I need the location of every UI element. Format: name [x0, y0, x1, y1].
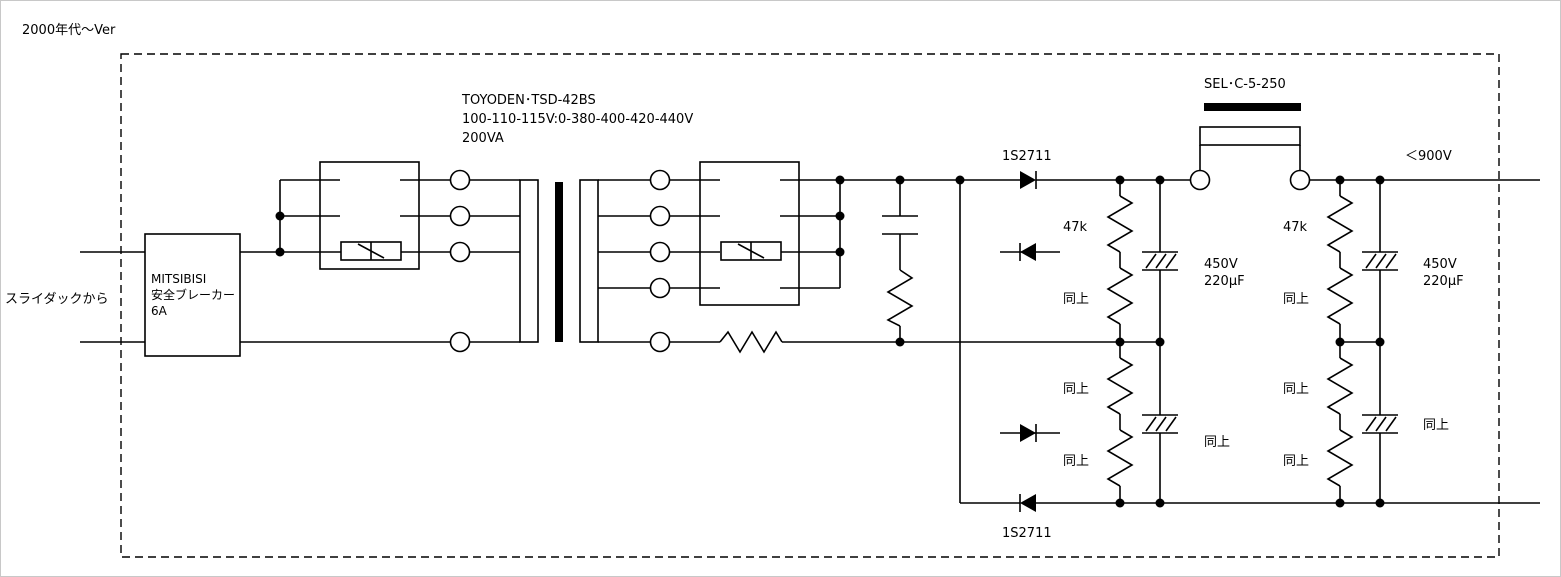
snubber-network [882, 180, 918, 342]
junction-dot [1115, 498, 1125, 508]
series-resistor [670, 330, 960, 354]
transformer-rating: 200VA [462, 131, 504, 146]
rectifier-block [1189, 103, 1311, 191]
resistor-right-same-1: 同上 [1283, 292, 1309, 307]
junction-dot [1155, 175, 1165, 185]
left-resistor-divider [1106, 180, 1134, 503]
resistor-left-same-3: 同上 [1063, 454, 1089, 469]
diode-spare-lower [1000, 424, 1060, 442]
cap-left-capacitance: 220μF [1204, 274, 1245, 289]
transformer [519, 179, 599, 343]
right-capacitor-stack [1362, 180, 1398, 503]
resistor-right-same-2: 同上 [1283, 382, 1309, 397]
breaker-box [144, 233, 241, 357]
version-label: 2000年代～Ver [22, 23, 116, 38]
junction-dot [1155, 337, 1165, 347]
cap-right-voltage: 450V [1423, 257, 1457, 272]
input-label: スライダックから [5, 292, 108, 307]
junction-dot [275, 211, 285, 221]
secondary-wires [598, 169, 720, 353]
transformer-taps: 100-110-115V:0-380-400-420-440V [462, 112, 693, 127]
cap-right-capacitance: 220μF [1423, 274, 1464, 289]
junction-dot [1375, 337, 1385, 347]
transformer-model: TOYODEN･TSD-42BS [461, 93, 596, 108]
junction-dot [1115, 175, 1125, 185]
primary-terminals [449, 169, 520, 353]
primary-tap-switch [279, 161, 450, 270]
input-wires [80, 251, 145, 343]
secondary-tap-switch [699, 161, 841, 306]
enclosure-dashed-box [120, 53, 1500, 558]
junction-dot [1335, 337, 1345, 347]
cap-right-same: 同上 [1423, 418, 1449, 433]
rectifier-label: SEL･C-5-250 [1204, 77, 1286, 92]
junction-dot [1155, 498, 1165, 508]
resistor-right-value: 47k [1283, 220, 1308, 235]
diode-bottom [1019, 494, 1540, 512]
resistor-right-same-3: 同上 [1283, 454, 1309, 469]
cap-left-voltage: 450V [1204, 257, 1238, 272]
junction-dot [1375, 498, 1385, 508]
junction-dot [1115, 337, 1125, 347]
output-voltage-label: ＜900V [1405, 149, 1452, 164]
junction-dot [835, 247, 845, 257]
resistor-left-same-1: 同上 [1063, 292, 1089, 307]
diode-top-label: 1S2711 [1002, 149, 1052, 164]
breaker-label-line1: MITSIBISI [151, 272, 206, 286]
junction-dot [1335, 498, 1345, 508]
resistor-left-same-2: 同上 [1063, 382, 1089, 397]
junction-dot [275, 247, 285, 257]
diode-bottom-label: 1S2711 [1002, 526, 1052, 541]
junction-dot [835, 211, 845, 221]
diode-spare-upper [1000, 243, 1060, 261]
cap-left-same: 同上 [1204, 435, 1230, 450]
breaker-label-line2: 安全ブレーカー [151, 287, 235, 302]
breaker-label-line3: 6A [151, 304, 168, 318]
resistor-left-value: 47k [1063, 220, 1088, 235]
